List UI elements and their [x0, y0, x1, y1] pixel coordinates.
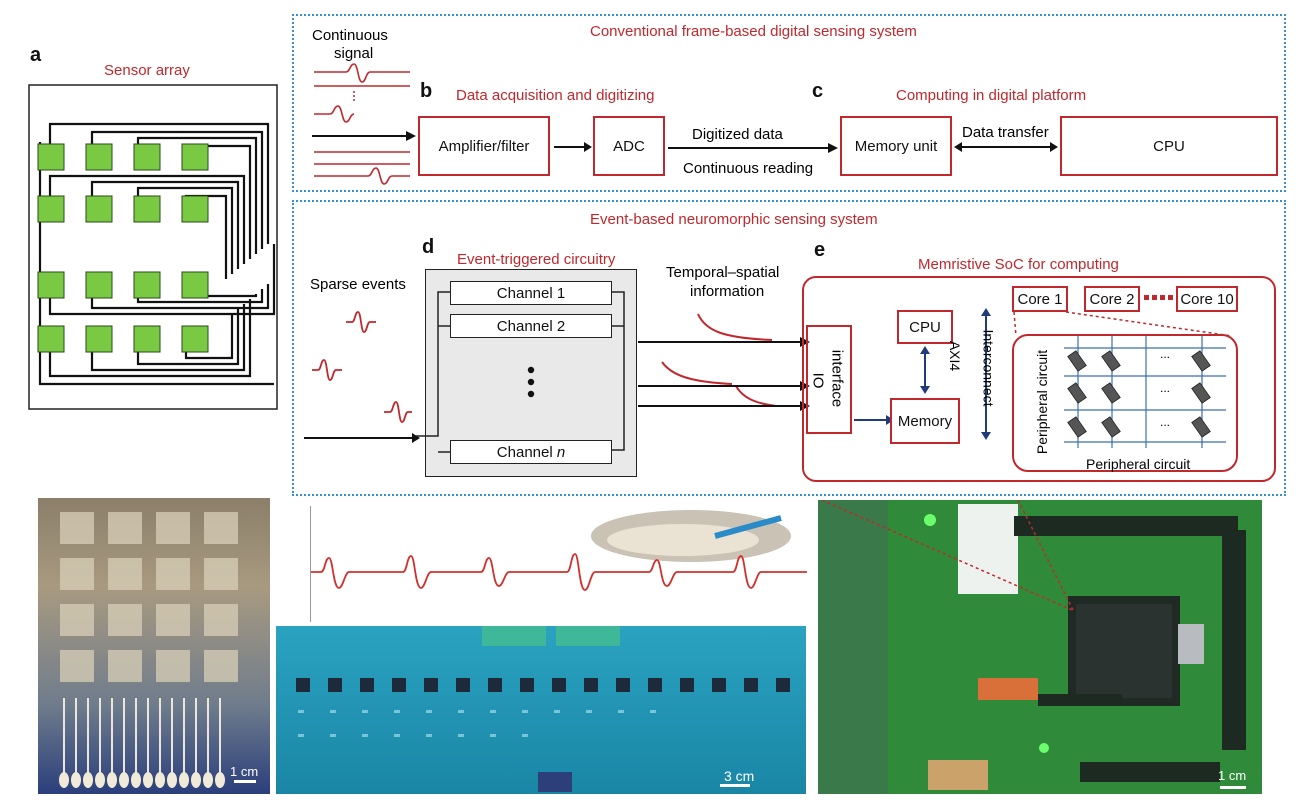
- continuous-reading-label: Continuous reading: [683, 160, 814, 177]
- interconnect-bidirectional-arrow: [981, 308, 991, 440]
- arrow-cpu-memory: [920, 346, 930, 394]
- digitized-data-label: Digitized data: [692, 126, 783, 143]
- core-zoom-lines: [1013, 311, 1233, 337]
- scale-bar-right-label: 1 cm: [1218, 768, 1247, 783]
- channel-2-box: Channel 2: [450, 314, 612, 338]
- peripheral-circuit-vertical-label: Peripheral circuit: [1034, 349, 1051, 455]
- panel-letter-d: d: [422, 236, 435, 258]
- crossbar-dots-3: ...: [1160, 415, 1170, 429]
- arrow-adc-to-memory: [668, 143, 838, 153]
- neuromorphic-system-frame: [292, 200, 1286, 496]
- arrow-amp-to-adc: [554, 142, 592, 152]
- continuous-signal-label-1: Continuous: [312, 27, 388, 44]
- memristive-soc-board-photo: 1 cm: [818, 500, 1262, 794]
- core-1-box: Core 1: [1012, 286, 1068, 312]
- bidirectional-arrow-memory-cpu: [954, 142, 1058, 152]
- io-interface-box: [806, 325, 852, 434]
- core-ellipsis-dashes: [1144, 295, 1173, 300]
- interconnect-label: Interconnect: [980, 329, 997, 407]
- panel-e-title: Memristive SoC for computing: [918, 256, 1119, 273]
- peripheral-circuit-horizontal-label: Peripheral circuit: [1086, 456, 1191, 472]
- core-2-box: Core 2: [1084, 286, 1140, 312]
- panel-b-title: Data acquisition and digitizing: [456, 87, 655, 104]
- sparse-events-label: Sparse events: [310, 276, 406, 293]
- sensor-array-title: Sensor array: [104, 62, 190, 79]
- temporal-spatial-label-2: information: [690, 283, 765, 300]
- conventional-system-title: Conventional frame-based digital sensing…: [590, 23, 917, 40]
- panel-letter-a: a: [30, 44, 42, 66]
- scale-bar-left-label: 1 cm: [230, 764, 259, 779]
- continuous-signals-graphic: [312, 63, 416, 185]
- data-transfer-label: Data transfer: [962, 124, 1049, 141]
- panel-letter-e: e: [814, 239, 826, 261]
- panel-c-title: Computing in digital platform: [896, 87, 1087, 104]
- adc-box: ADC: [593, 116, 665, 176]
- panel-d-title: Event-triggered circuitry: [457, 251, 616, 268]
- crossbar-dots-1: ...: [1160, 347, 1170, 361]
- io-label: IO: [809, 372, 827, 389]
- scale-bar-middle-label: 3 cm: [724, 768, 755, 784]
- cpu-box-conventional: CPU: [1060, 116, 1278, 176]
- panel-letter-c: c: [812, 80, 824, 102]
- soc-outer-box: [802, 276, 1276, 482]
- sensor-array-diagram: [28, 84, 278, 410]
- memory-box-soc: Memory: [890, 398, 960, 444]
- sensor-array-photo: 1 cm: [38, 498, 270, 794]
- waveform-photo: [310, 506, 807, 622]
- channel-ellipsis-dots: [527, 366, 535, 398]
- panel-letter-b: b: [420, 80, 433, 102]
- memristor-crossbar-array: ... ... ...: [1064, 336, 1226, 448]
- core-detail-box: [1012, 334, 1238, 472]
- interface-label: interface: [828, 349, 846, 408]
- amplifier-filter-box: Amplifier/filter: [418, 116, 550, 176]
- sparse-events-graphic: [304, 311, 420, 443]
- crossbar-dots-2: ...: [1160, 381, 1170, 395]
- channel-n-box: Channel n: [450, 440, 612, 464]
- continuous-signal-label-2: signal: [334, 45, 374, 62]
- cpu-box-soc: CPU: [897, 310, 953, 344]
- axi4-label: AXI4: [947, 340, 964, 372]
- memory-unit-box: Memory unit: [840, 116, 952, 176]
- core-10-box: Core 10: [1176, 286, 1238, 312]
- neuromorphic-system-title: Event-based neuromorphic sensing system: [590, 211, 878, 228]
- temporal-spatial-arrows: [638, 313, 810, 411]
- channel-1-box: Channel 1: [450, 281, 612, 305]
- conventional-system-frame: [292, 14, 1286, 192]
- channel-n-var: n: [556, 443, 566, 461]
- event-circuitry-wiring: [416, 291, 625, 453]
- temporal-spatial-label-1: Temporal–spatial: [666, 264, 780, 281]
- event-circuit-pcb-photo: 3 cm: [276, 626, 806, 794]
- channel-n-prefix: Channel: [496, 443, 557, 461]
